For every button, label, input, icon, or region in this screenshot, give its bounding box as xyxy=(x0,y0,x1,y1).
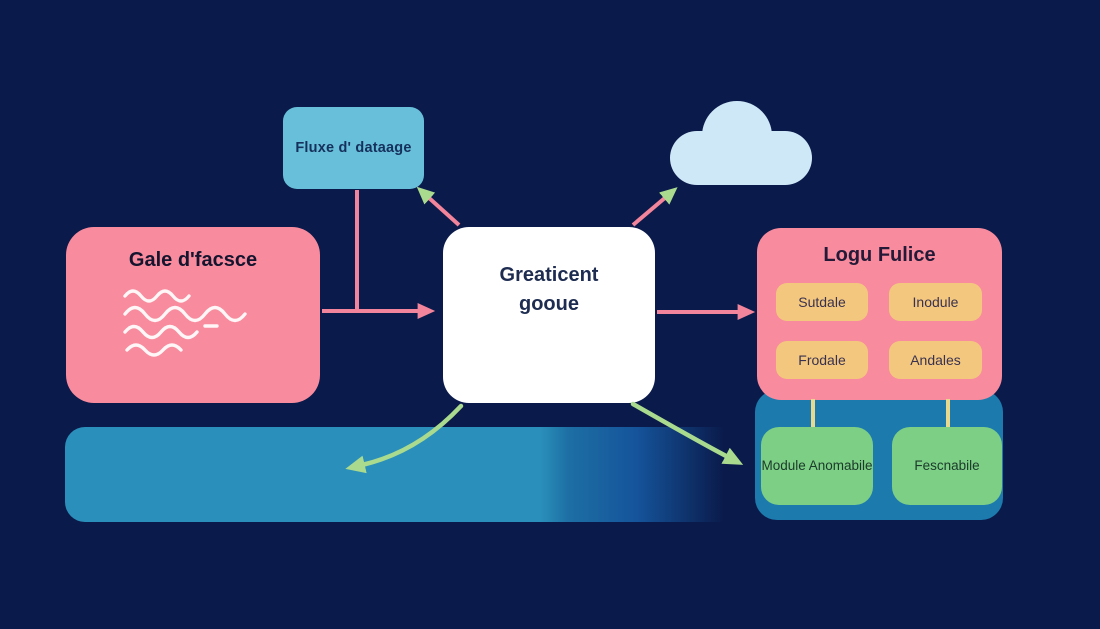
node-module-box[interactable]: Module Anomabile xyxy=(761,427,873,505)
node-center-box[interactable]: Greaticent gooue xyxy=(443,227,655,403)
arrow-center-to-flux xyxy=(416,186,461,227)
bottom-bar xyxy=(65,427,745,522)
node-module-label: Module Anomabile xyxy=(761,457,873,473)
chip-inodule[interactable]: Inodule xyxy=(889,283,982,321)
node-flux-box[interactable]: Fluxe d' dataage xyxy=(283,107,424,189)
panel-logu-title: Logu Fulice xyxy=(823,244,936,266)
cloud-icon[interactable] xyxy=(670,101,812,185)
chip-andales[interactable]: Andales xyxy=(889,341,982,379)
panel-logu[interactable]: Logu Fulice Sutdale Inodule Frodale Anda… xyxy=(757,228,1002,400)
node-flux-label: Fluxe d' dataage xyxy=(295,140,412,156)
arrow-center-to-cloud xyxy=(631,187,678,227)
node-center-label: Greaticent gooue xyxy=(499,264,599,315)
chip-grid: Sutdale Inodule Frodale Andales xyxy=(776,283,982,379)
node-fesc-box[interactable]: Fescnabile xyxy=(892,427,1002,505)
node-gale-label: Gale d'facsce xyxy=(128,249,258,271)
chip-sutdale[interactable]: Sutdale xyxy=(776,283,868,321)
node-fesc-label: Fescnabile xyxy=(914,457,980,473)
node-gale-box[interactable]: Gale d'facsce xyxy=(66,227,320,403)
cloud-body-shape xyxy=(670,131,812,185)
chip-frodale[interactable]: Frodale xyxy=(776,341,868,379)
